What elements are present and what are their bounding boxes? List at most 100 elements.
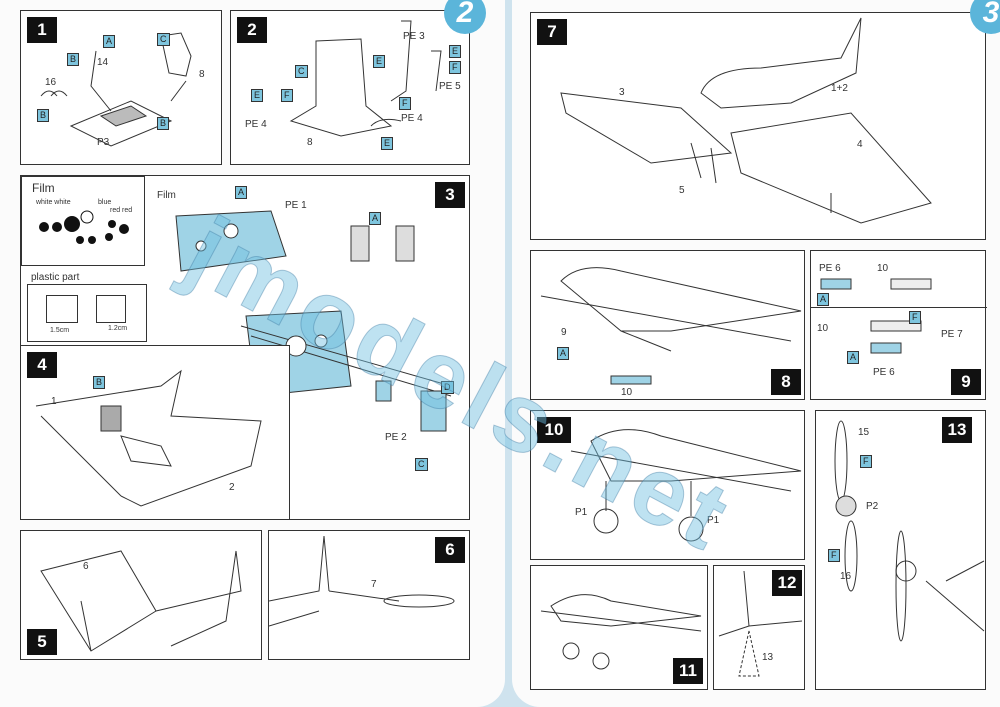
part-tag: A xyxy=(103,35,116,48)
part-label: 1+2 xyxy=(831,83,848,94)
aircraft-gear-view-drawing xyxy=(540,594,702,670)
step-5-panel: 5 6 xyxy=(20,530,262,660)
step-number: 12 xyxy=(772,570,802,596)
step-2-panel: 2 PE 3 C E E F PE 5 E F PE 4 PE 4 8 E F xyxy=(230,10,470,165)
part-tag: A xyxy=(817,293,830,306)
part-tag: A xyxy=(557,347,570,360)
step-number: 5 xyxy=(27,629,57,655)
step-11-panel: 11 xyxy=(530,565,708,690)
right-page: 3 7 3 1+2 4 5 8 9 A 10 9 PE 6 10 A 10 F … xyxy=(512,0,1000,707)
step-9-panel: 9 PE 6 10 A 10 F PE 7 A PE 6 xyxy=(810,250,987,400)
step-number: 9 xyxy=(951,369,981,395)
dimension-label: 1.2cm xyxy=(108,325,128,332)
step-number: 1 xyxy=(27,17,57,43)
instrument-panel-drawing xyxy=(175,210,452,432)
film-label: red red xyxy=(110,207,133,214)
step-8-panel: 8 9 A 10 xyxy=(530,250,805,400)
step-10-panel: 10 P1 P1 xyxy=(530,410,805,560)
part-tag: C xyxy=(415,458,428,471)
left-page: 2 1 A B 14 C 8 16 B B P3 2 PE 3 C E E F … xyxy=(0,0,505,707)
part-label: P2 xyxy=(866,501,879,512)
part-tag: A xyxy=(369,212,382,225)
part-label: 2 xyxy=(229,482,235,493)
part-label: PE 7 xyxy=(941,329,963,340)
part-label: 10 xyxy=(817,323,829,334)
part-label: 16 xyxy=(45,77,57,88)
part-label: PE 4 xyxy=(245,119,267,130)
part-label: 1 xyxy=(51,396,57,407)
part-tag: C xyxy=(157,33,170,46)
step-13-panel: 13 15 F P2 F 16 xyxy=(815,410,986,690)
part-tag: B xyxy=(93,376,106,389)
film-label: white white xyxy=(36,199,71,206)
seat-floor-drawing xyxy=(40,32,192,147)
part-tag: F xyxy=(449,61,461,74)
part-tag: E xyxy=(373,55,386,68)
part-tag: B xyxy=(37,109,50,122)
part-tag: B xyxy=(157,117,170,130)
part-tag: F xyxy=(909,311,921,324)
part-label: 6 xyxy=(83,561,89,572)
step-number: 10 xyxy=(537,417,571,443)
step-number: 11 xyxy=(673,658,703,684)
tail-wheel-drawing xyxy=(718,570,803,677)
step-number: 8 xyxy=(771,369,801,395)
part-label: 10 xyxy=(877,263,889,274)
part-tag: A xyxy=(235,186,248,199)
part-label: 8 xyxy=(307,137,313,148)
part-tag: F xyxy=(828,549,840,562)
step-number: 4 xyxy=(27,352,57,378)
seat-drawing xyxy=(289,20,442,137)
step-6-panel: 6 7 xyxy=(268,530,470,660)
step-number: 3 xyxy=(435,182,465,208)
part-label: 9 xyxy=(561,327,567,338)
fuselage-half-drawing xyxy=(35,369,262,507)
part-label: 7 xyxy=(371,579,377,590)
part-label: P1 xyxy=(707,515,720,526)
part-label: PE 2 xyxy=(385,432,407,443)
part-label: 14 xyxy=(97,57,109,68)
film-dials-drawing xyxy=(39,210,129,244)
part-tag: F xyxy=(399,97,411,110)
part-tag: B xyxy=(67,53,80,66)
tail-drawing xyxy=(269,535,455,627)
part-tag: F xyxy=(281,89,293,102)
part-label: PE 4 xyxy=(401,113,423,124)
undercarriage-bay-drawing xyxy=(540,267,802,385)
part-tag: E xyxy=(251,89,264,102)
dimension-label: 1.5cm xyxy=(50,327,70,334)
part-label: PE 5 xyxy=(439,81,461,92)
part-label: PE 6 xyxy=(819,263,841,274)
step-1-panel: 1 A B 14 C 8 16 B B P3 xyxy=(20,10,222,165)
landing-gear-drawing xyxy=(570,429,802,542)
part-tag: F xyxy=(860,455,872,468)
part-label: 10 xyxy=(621,387,633,398)
part-tag: E xyxy=(381,137,394,150)
step-number: 7 xyxy=(537,19,567,45)
gear-door-drawing xyxy=(820,278,932,354)
part-label: P3 xyxy=(97,137,110,148)
part-label: 8 xyxy=(199,69,205,80)
plastic-part-title: plastic part xyxy=(31,272,80,283)
step-7-panel: 7 3 1+2 4 5 xyxy=(530,12,986,240)
plastic-part-box: 1.5cm 1.2cm xyxy=(27,284,147,342)
page-number-badge: 2 xyxy=(444,0,486,34)
part-label: PE 6 xyxy=(873,367,895,378)
wing-assembly-drawing xyxy=(560,17,932,224)
part-label: 15 xyxy=(858,427,870,438)
part-label: 13 xyxy=(762,652,774,663)
part-label: 5 xyxy=(679,185,685,196)
part-label: Film xyxy=(157,190,176,201)
part-label: 4 xyxy=(857,139,863,150)
part-label: P1 xyxy=(575,507,588,518)
part-label: 16 xyxy=(840,571,852,582)
part-tag: D xyxy=(441,381,454,394)
part-label: 3 xyxy=(619,87,625,98)
part-label: PE 3 xyxy=(403,31,425,42)
part-tag: A xyxy=(847,351,860,364)
fuselage-assembly-drawing xyxy=(40,550,242,652)
step-4-panel: 4 B 1 2 xyxy=(20,345,290,520)
step-number: 2 xyxy=(237,17,267,43)
film-box: Film white white blue red red xyxy=(21,176,145,266)
step-number: 6 xyxy=(435,537,465,563)
